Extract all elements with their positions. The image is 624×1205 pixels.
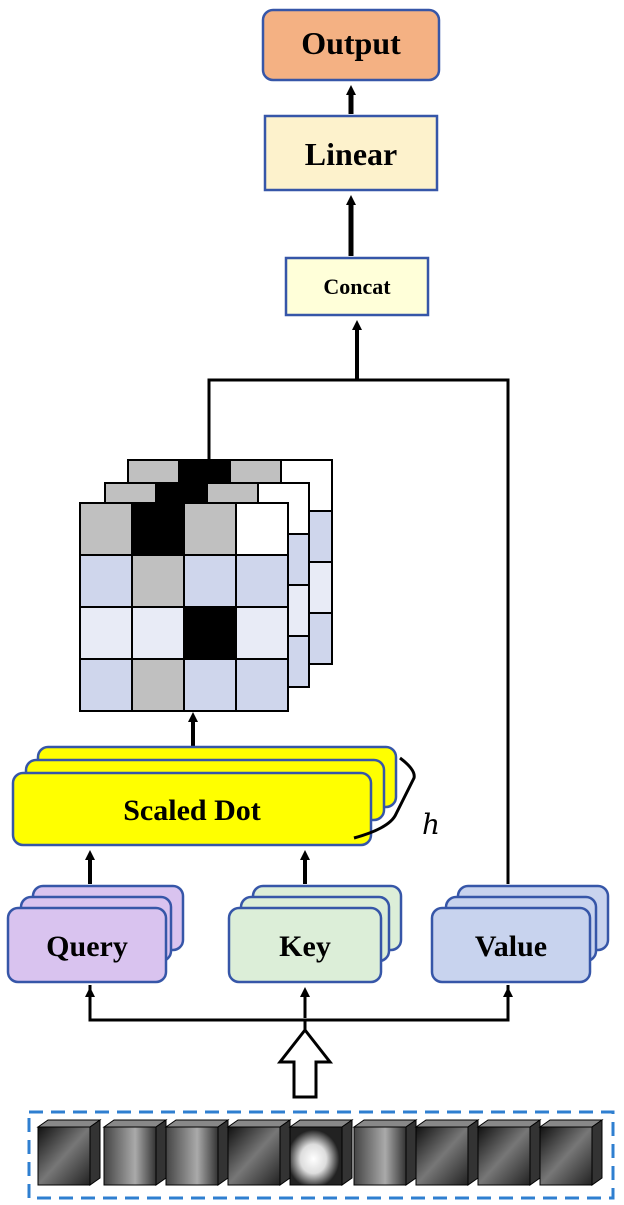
linear-box [263,114,439,192]
input-flow-arrow-icon [276,1027,334,1099]
image-patch [477,1126,531,1186]
matrix-cell [235,606,289,660]
concat-node: Concat [284,256,430,317]
patch-side [89,1119,101,1186]
concat-label: Concat [323,274,391,299]
matrix-cell [235,554,289,608]
heads-brace [353,756,416,840]
patch-side [279,1119,291,1186]
image-patch [165,1126,219,1186]
value-label: Value [475,930,547,963]
value-layer-front [430,906,592,984]
matrix-cell [131,502,185,556]
image-patch [353,1126,407,1186]
matrix-cell [235,502,289,556]
matrix-cell [79,606,133,660]
image-patch [539,1126,593,1186]
output-node: Output [261,8,441,82]
patch-side [405,1119,417,1186]
patch-side [341,1119,353,1186]
output-box [261,8,441,82]
scaled-dot-layer-front [11,771,373,847]
image-patch [415,1126,469,1186]
attention-matrix-front [79,502,289,712]
input-patch-strip [27,1110,615,1200]
patch-side [529,1119,541,1186]
matrix-cell [183,502,237,556]
key-label: Key [279,930,331,963]
linear-node: Linear [263,114,439,192]
image-patch [227,1126,281,1186]
concat-box [284,256,430,317]
matrix-cell [183,554,237,608]
attention-matrix-stack [79,459,333,712]
image-patch [103,1126,157,1186]
patch-side [591,1119,603,1186]
patch-side [467,1119,479,1186]
matrix-cell [131,658,185,712]
image-patch [37,1126,91,1186]
matrix-cell [183,606,237,660]
connector-to-concat [207,378,510,884]
matrix-cell [131,606,185,660]
key-stack: Key [227,884,403,984]
matrix-cell [79,658,133,712]
image-patch [289,1126,343,1186]
query-label: Query [46,930,128,963]
scaled-dot-stack: Scaled Dot [11,745,398,847]
query-layer-front [6,906,168,984]
matrix-cell [79,502,133,556]
key-layer-front [227,906,383,984]
linear-label: Linear [305,136,397,172]
heads-label: h [422,808,440,841]
matrix-cell [235,658,289,712]
image-patches [36,1119,604,1186]
matrix-cell [131,554,185,608]
patch-side [155,1119,167,1186]
input-patch-frame [27,1110,615,1200]
input-fanout-line [88,985,510,1022]
output-label: Output [301,25,401,61]
matrix-cell [79,554,133,608]
scaled-dot-label: Scaled Dot [123,794,261,827]
matrix-cell [183,658,237,712]
query-stack: Query [6,884,185,984]
patch-side [217,1119,229,1186]
value-stack: Value [430,884,610,984]
